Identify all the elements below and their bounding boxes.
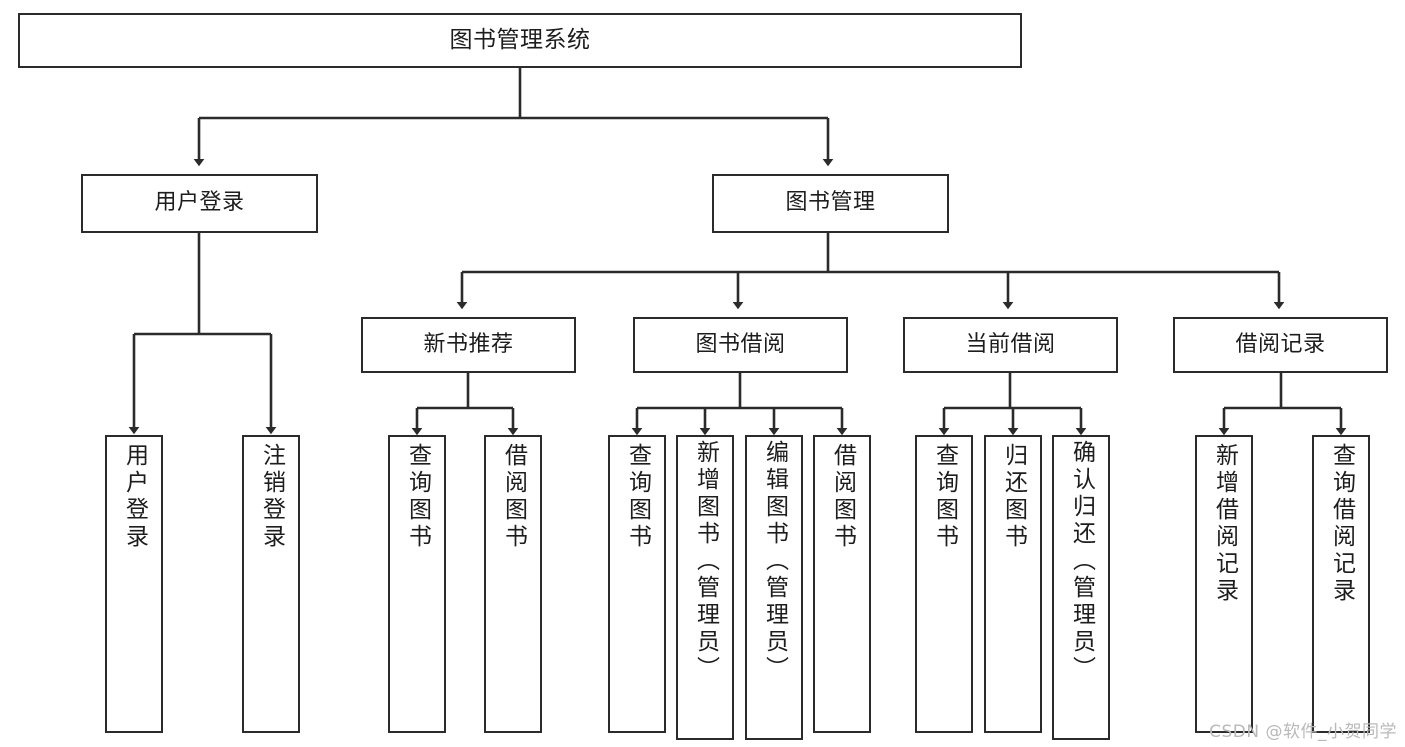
node-leaf-borrow-book-2[interactable]: 借阅图书 <box>813 435 871 733</box>
node-borrow-record-label: 借阅记录 <box>1235 331 1326 357</box>
node-leaf-query-book-2-label: 查询图书 <box>624 443 651 551</box>
node-root-label: 图书管理系统 <box>449 26 591 53</box>
node-root-book-management-system[interactable]: 图书管理系统 <box>18 13 1022 68</box>
node-leaf-confirm-return-admin-label: 确认归还（管理员） <box>1068 440 1095 683</box>
node-leaf-logout-label: 注销登录 <box>258 443 285 551</box>
node-leaf-return-book[interactable]: 归还图书 <box>984 435 1042 733</box>
node-leaf-borrow-book-1-label: 借阅图书 <box>500 443 527 551</box>
node-new-book-recommendation[interactable]: 新书推荐 <box>361 317 576 373</box>
node-leaf-edit-book-admin[interactable]: 编辑图书（管理员） <box>745 435 803 740</box>
node-book-borrow[interactable]: 图书借阅 <box>633 317 848 373</box>
node-leaf-logout[interactable]: 注销登录 <box>242 435 300 733</box>
node-leaf-query-book-1-label: 查询图书 <box>404 443 431 551</box>
node-leaf-user-login-label: 用户登录 <box>121 443 148 551</box>
node-leaf-query-borrow-record-label: 查询借阅记录 <box>1328 443 1355 605</box>
node-new-book-recommendation-label: 新书推荐 <box>423 331 514 357</box>
node-leaf-add-book-admin[interactable]: 新增图书（管理员） <box>676 435 734 740</box>
node-leaf-borrow-book-2-label: 借阅图书 <box>829 443 856 551</box>
node-leaf-query-book-3-label: 查询图书 <box>931 443 958 551</box>
node-user-login-label: 用户登录 <box>154 190 245 216</box>
node-leaf-query-book-3[interactable]: 查询图书 <box>915 435 973 733</box>
node-leaf-query-book-2[interactable]: 查询图书 <box>608 435 666 733</box>
node-leaf-query-borrow-record[interactable]: 查询借阅记录 <box>1312 435 1370 733</box>
node-user-login[interactable]: 用户登录 <box>81 174 318 233</box>
node-leaf-borrow-book-1[interactable]: 借阅图书 <box>484 435 542 733</box>
node-leaf-query-book-1[interactable]: 查询图书 <box>388 435 446 733</box>
node-leaf-edit-book-admin-label: 编辑图书（管理员） <box>761 440 788 683</box>
node-current-borrow-label: 当前借阅 <box>965 331 1056 357</box>
node-leaf-user-login[interactable]: 用户登录 <box>105 435 163 733</box>
node-current-borrow[interactable]: 当前借阅 <box>903 317 1118 373</box>
node-leaf-add-borrow-record[interactable]: 新增借阅记录 <box>1195 435 1253 733</box>
node-leaf-add-book-admin-label: 新增图书（管理员） <box>692 440 719 683</box>
node-leaf-confirm-return-admin[interactable]: 确认归还（管理员） <box>1052 435 1110 740</box>
node-book-management-label: 图书管理 <box>785 190 876 216</box>
node-book-management[interactable]: 图书管理 <box>712 174 949 233</box>
node-borrow-record[interactable]: 借阅记录 <box>1173 317 1388 373</box>
node-leaf-return-book-label: 归还图书 <box>1000 443 1027 551</box>
node-book-borrow-label: 图书借阅 <box>695 331 786 357</box>
node-leaf-add-borrow-record-label: 新增借阅记录 <box>1211 443 1238 605</box>
csdn-watermark: CSDN @软件_小贺同学 <box>1209 722 1397 742</box>
